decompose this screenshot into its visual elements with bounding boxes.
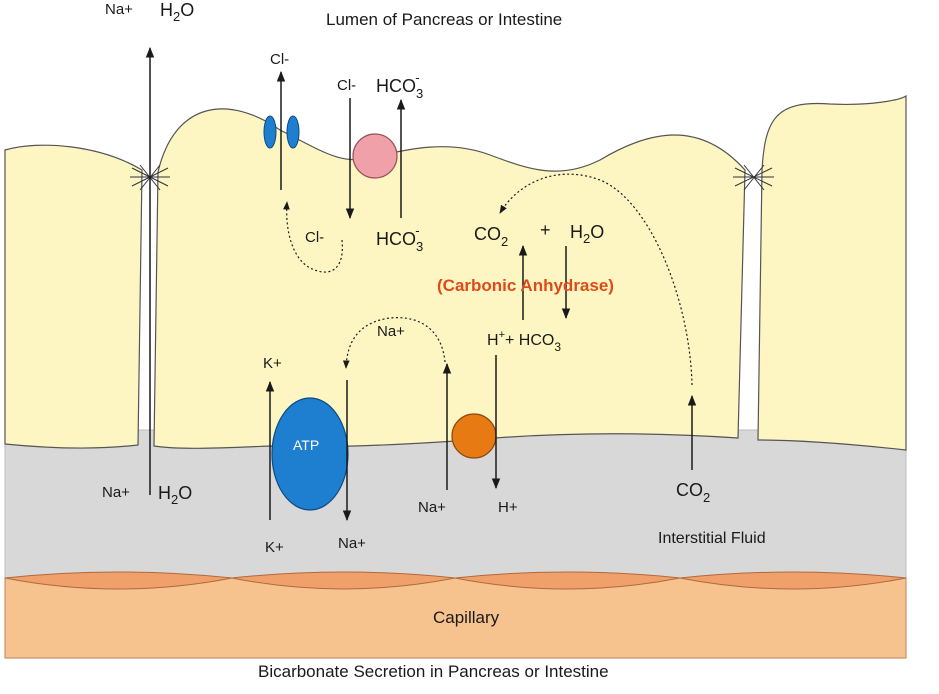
label-k-cell: K+	[263, 355, 282, 372]
na-h-exchanger	[451, 413, 497, 459]
tight-junction-right	[733, 164, 774, 191]
right-epithelial-cell	[757, 94, 907, 451]
label-na-cell: Na+	[377, 323, 405, 340]
label-lumen-h2o: H2O	[160, 0, 194, 24]
label-co2-cell: CO2	[474, 224, 508, 249]
left-epithelial-cell	[4, 144, 143, 449]
capillary-endothelial-cell-2	[231, 571, 456, 590]
lumen-label: Lumen of Pancreas or Intestine	[326, 10, 562, 29]
na-k-atpase-pump	[271, 397, 349, 511]
label-co2-interstitial: CO2	[676, 480, 710, 505]
na-recycle-dotted	[342, 317, 446, 369]
label-bottom-na: Na+	[102, 484, 130, 501]
label-cl-in-top: Cl-	[337, 77, 356, 94]
label-hco3-cell: HCO3-	[376, 223, 423, 254]
label-carbonic-anhydrase: (Carbonic Anhydrase)	[437, 276, 614, 295]
interstitial-label: Interstitial Fluid	[658, 530, 766, 547]
label-cl-cell: Cl-	[305, 229, 324, 246]
label-na-out-pump: Na+	[338, 535, 366, 552]
label-hco3-top: HCO3-	[376, 70, 423, 101]
label-lumen-na: Na+	[105, 1, 133, 18]
figure-caption: Bicarbonate Secretion in Pancreas or Int…	[258, 662, 609, 681]
capillary-label: Capillary	[433, 608, 500, 627]
co2-diffusion-dotted	[499, 173, 693, 386]
capillary-endothelial-cell-4	[679, 571, 907, 590]
label-cl-out: Cl-	[270, 51, 289, 68]
label-h-out: H+	[498, 499, 518, 516]
cl-hco3-exchanger	[352, 133, 398, 179]
label-plus: +	[540, 220, 551, 240]
cl-channel	[263, 115, 300, 149]
label-h2o-cell: H2O	[570, 222, 604, 246]
label-k-out: K+	[265, 539, 284, 556]
capillary-region	[4, 577, 907, 659]
label-h-hco3: H++ HCO3	[487, 329, 561, 354]
label-na-in-exchanger: Na+	[418, 499, 446, 516]
label-bottom-h2o: H2O	[158, 483, 192, 507]
label-atp: ATP	[293, 437, 319, 453]
interstitial-fluid-region	[4, 429, 907, 579]
